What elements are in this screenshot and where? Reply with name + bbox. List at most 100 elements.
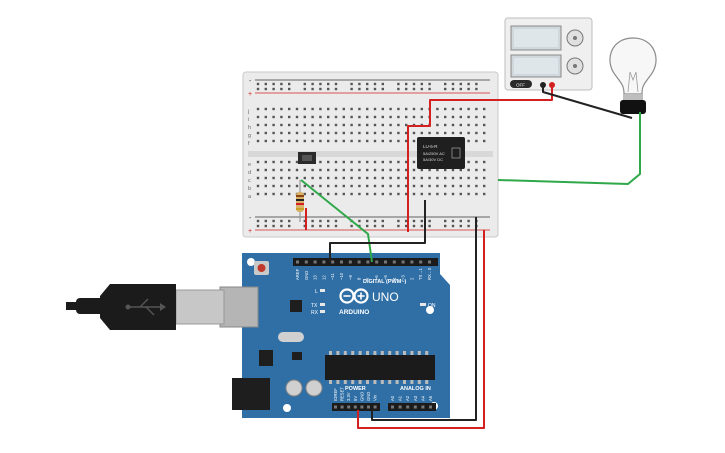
breadboard-hole[interactable] bbox=[358, 131, 361, 135]
breadboard-hole[interactable] bbox=[256, 123, 260, 127]
breadboard-hole[interactable] bbox=[436, 123, 439, 127]
breadboard-hole[interactable] bbox=[428, 184, 431, 188]
breadboard-hole[interactable] bbox=[264, 168, 267, 172]
breadboard-hole[interactable] bbox=[475, 192, 478, 196]
header-pin[interactable] bbox=[313, 260, 317, 264]
breadboard-hole[interactable] bbox=[358, 176, 361, 180]
breadboard-hole[interactable] bbox=[295, 123, 299, 127]
breadboard-hole[interactable] bbox=[451, 131, 455, 135]
breadboard-hole[interactable] bbox=[342, 131, 345, 135]
breadboard-hole[interactable] bbox=[358, 139, 361, 143]
breadboard-hole[interactable] bbox=[280, 123, 283, 127]
breadboard-hole[interactable] bbox=[334, 160, 338, 164]
rail-hole[interactable] bbox=[358, 87, 361, 91]
breadboard-hole[interactable] bbox=[483, 168, 486, 172]
breadboard-hole[interactable] bbox=[412, 131, 416, 135]
breadboard-hole[interactable] bbox=[272, 123, 275, 127]
breadboard-hole[interactable] bbox=[381, 139, 384, 143]
breadboard-hole[interactable] bbox=[319, 168, 322, 172]
rail-hole[interactable] bbox=[280, 224, 283, 228]
breadboard-hole[interactable] bbox=[327, 168, 330, 172]
rail-hole[interactable] bbox=[303, 219, 306, 223]
breadboard-hole[interactable] bbox=[342, 176, 345, 180]
breadboard-hole[interactable] bbox=[366, 176, 369, 180]
breadboard-hole[interactable] bbox=[288, 176, 291, 180]
rail-hole[interactable] bbox=[397, 224, 400, 228]
breadboard-hole[interactable] bbox=[295, 168, 299, 172]
breadboard-hole[interactable] bbox=[303, 184, 306, 188]
rail-hole[interactable] bbox=[405, 219, 408, 223]
rail-hole[interactable] bbox=[358, 82, 361, 86]
breadboard-hole[interactable] bbox=[428, 168, 431, 172]
breadboard-hole[interactable] bbox=[366, 168, 369, 172]
rail-hole[interactable] bbox=[373, 82, 377, 86]
breadboard-hole[interactable] bbox=[334, 168, 338, 172]
breadboard-hole[interactable] bbox=[327, 139, 330, 143]
breadboard-hole[interactable] bbox=[436, 115, 439, 119]
breadboard-hole[interactable] bbox=[467, 107, 470, 111]
breadboard-hole[interactable] bbox=[373, 160, 377, 164]
breadboard-hole[interactable] bbox=[420, 176, 423, 180]
breadboard-hole[interactable] bbox=[467, 115, 470, 119]
breadboard-hole[interactable] bbox=[280, 184, 283, 188]
breadboard-hole[interactable] bbox=[295, 184, 299, 188]
rail-hole[interactable] bbox=[459, 224, 462, 228]
breadboard-hole[interactable] bbox=[334, 176, 338, 180]
breadboard-hole[interactable] bbox=[412, 184, 416, 188]
rail-hole[interactable] bbox=[366, 219, 369, 223]
rail-hole[interactable] bbox=[311, 82, 314, 86]
breadboard-hole[interactable] bbox=[311, 131, 314, 135]
breadboard-hole[interactable] bbox=[420, 131, 423, 135]
breadboard-hole[interactable] bbox=[288, 131, 291, 135]
breadboard-hole[interactable] bbox=[412, 115, 416, 119]
breadboard-hole[interactable] bbox=[342, 139, 345, 143]
rail-hole[interactable] bbox=[412, 87, 416, 91]
rail-hole[interactable] bbox=[475, 82, 478, 86]
rail-hole[interactable] bbox=[373, 224, 377, 228]
breadboard-hole[interactable] bbox=[428, 192, 431, 196]
breadboard-hole[interactable] bbox=[405, 160, 408, 164]
breadboard-hole[interactable] bbox=[256, 192, 260, 196]
rail-hole[interactable] bbox=[256, 224, 260, 228]
header-pin[interactable] bbox=[366, 260, 370, 264]
header-pin[interactable] bbox=[331, 260, 335, 264]
breadboard-hole[interactable] bbox=[280, 107, 283, 111]
breadboard-hole[interactable] bbox=[288, 115, 291, 119]
breadboard-hole[interactable] bbox=[366, 115, 369, 119]
breadboard-hole[interactable] bbox=[459, 176, 462, 180]
breadboard-hole[interactable] bbox=[420, 107, 423, 111]
rail-hole[interactable] bbox=[451, 87, 455, 91]
rail-hole[interactable] bbox=[366, 224, 369, 228]
breadboard-hole[interactable] bbox=[483, 107, 486, 111]
rail-hole[interactable] bbox=[397, 82, 400, 86]
breadboard-hole[interactable] bbox=[381, 184, 384, 188]
breadboard-hole[interactable] bbox=[373, 131, 377, 135]
breadboard-hole[interactable] bbox=[327, 192, 330, 196]
breadboard-hole[interactable] bbox=[256, 115, 260, 119]
breadboard-hole[interactable] bbox=[280, 131, 283, 135]
breadboard-hole[interactable] bbox=[389, 168, 392, 172]
breadboard-hole[interactable] bbox=[475, 107, 478, 111]
breadboard-hole[interactable] bbox=[366, 184, 369, 188]
breadboard-hole[interactable] bbox=[272, 168, 275, 172]
breadboard-hole[interactable] bbox=[303, 107, 306, 111]
breadboard-hole[interactable] bbox=[389, 160, 392, 164]
breadboard-hole[interactable] bbox=[327, 123, 330, 127]
breadboard-hole[interactable] bbox=[288, 184, 291, 188]
breadboard-hole[interactable] bbox=[311, 123, 314, 127]
rail-hole[interactable] bbox=[467, 219, 470, 223]
breadboard-hole[interactable] bbox=[327, 184, 330, 188]
breadboard-hole[interactable] bbox=[342, 192, 345, 196]
breadboard-hole[interactable] bbox=[444, 176, 447, 180]
breadboard-hole[interactable] bbox=[412, 139, 416, 143]
breadboard-hole[interactable] bbox=[350, 160, 353, 164]
breadboard-hole[interactable] bbox=[311, 168, 314, 172]
breadboard-hole[interactable] bbox=[467, 131, 470, 135]
breadboard-hole[interactable] bbox=[303, 131, 306, 135]
breadboard-hole[interactable] bbox=[295, 139, 299, 143]
rail-hole[interactable] bbox=[420, 87, 423, 91]
breadboard-hole[interactable] bbox=[295, 115, 299, 119]
breadboard-hole[interactable] bbox=[373, 168, 377, 172]
breadboard-hole[interactable] bbox=[342, 184, 345, 188]
breadboard-hole[interactable] bbox=[319, 115, 322, 119]
